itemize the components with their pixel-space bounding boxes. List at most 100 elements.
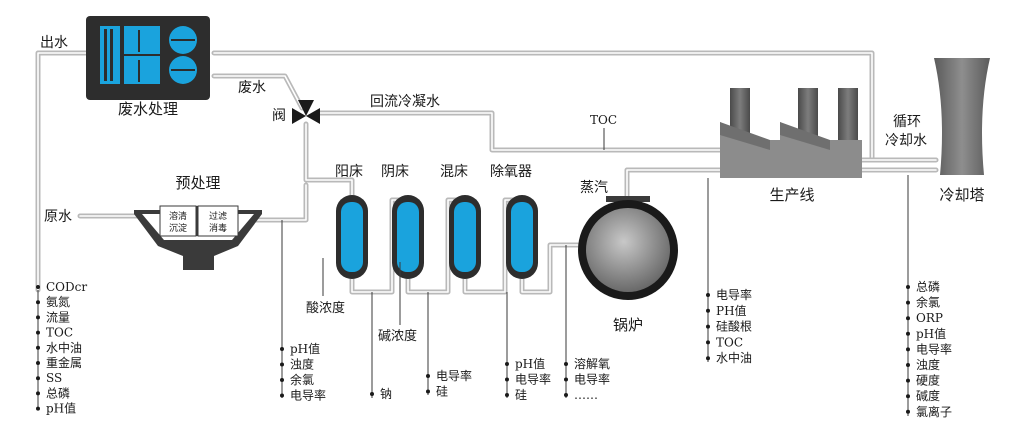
- param-bullet: [564, 362, 568, 366]
- pretreatment-tank: [134, 205, 262, 270]
- param-item-production_line: TOC: [716, 335, 743, 349]
- labels: 出水 废水处理 废水 阀 回流冷凝水 TOC 循环 冷却水 冷却塔 生产线 原水…: [40, 35, 985, 344]
- param-bullet: [906, 347, 910, 352]
- param-item-pretreatment_out: 浊度: [290, 357, 314, 372]
- param-bullet: [36, 300, 40, 305]
- param-item-raw_water: 水中油: [46, 340, 82, 355]
- boiler-label: 锅炉: [613, 316, 643, 334]
- param-bullet: [906, 300, 910, 305]
- param-item-deaerator_in: 硅: [515, 388, 527, 402]
- param-item-mixed_out: 硅: [436, 385, 448, 399]
- alkali-concentration-label: 碱浓度: [378, 328, 417, 344]
- deaerator-label: 除氧器: [490, 164, 532, 180]
- param-item-cooling_tower: 余氯: [916, 295, 940, 310]
- param-bullet: [36, 285, 40, 289]
- param-item-boiler_feed: ……: [574, 388, 598, 402]
- param-item-pretreatment_out: 电导率: [290, 388, 326, 403]
- param-item-pretreatment_out: 余氯: [290, 372, 314, 387]
- leader-lines: [37, 128, 909, 416]
- param-bullet: [706, 324, 710, 329]
- param-item-boiler_feed: 溶解氧: [574, 356, 610, 371]
- param-item-deaerator_in: 电导率: [515, 372, 551, 387]
- param-item-raw_water: SS: [46, 371, 62, 385]
- param-bullet: [706, 308, 710, 313]
- param-bullet: [36, 330, 40, 335]
- disinfect-label: 消毒: [209, 222, 227, 234]
- param-bullet: [36, 345, 40, 350]
- steam-label: 蒸汽: [580, 180, 608, 196]
- production-line-label: 生产线: [769, 186, 814, 204]
- param-item-production_line: PH值: [716, 303, 747, 318]
- param-bullet: [564, 377, 568, 382]
- param-item-deaerator_in: pH值: [515, 356, 545, 371]
- param-item-pretreatment_out: pH值: [290, 341, 320, 356]
- param-item-cooling_tower: 氯离子: [916, 404, 952, 419]
- mixed-bed-label: 混床: [440, 164, 468, 180]
- circulating-cooling-water-label-2: 冷却水: [885, 133, 927, 149]
- acid-concentration-label: 酸浓度: [306, 300, 345, 316]
- settle-label: 沉淀: [169, 222, 187, 234]
- param-item-raw_water: 流量: [46, 310, 70, 324]
- circulating-cooling-water-label-1: 循环: [893, 114, 921, 130]
- param-item-production_line: 硅酸根: [716, 319, 752, 334]
- param-item-cooling_tower: 电导率: [916, 341, 952, 356]
- param-item-raw_water: CODcr: [46, 280, 87, 294]
- param-bullet: [370, 392, 374, 396]
- param-bullet: [505, 393, 509, 397]
- param-item-production_line: 电导率: [716, 287, 752, 302]
- wastewater-treatment-unit: [86, 16, 210, 100]
- valve-icon: [292, 100, 320, 124]
- cation-bed-label: 阳床: [335, 164, 363, 180]
- return-condensate-label: 回流冷凝水: [370, 94, 440, 110]
- param-bullet: [36, 406, 40, 411]
- param-item-raw_water: 氨氮: [46, 294, 70, 309]
- cooling-tower: [934, 58, 990, 175]
- cation-bed: [336, 195, 368, 279]
- param-bullet: [280, 347, 284, 351]
- param-bullet: [36, 391, 40, 396]
- param-bullet: [426, 374, 430, 378]
- param-item-raw_water: TOC: [46, 326, 73, 340]
- param-bullet: [564, 393, 568, 397]
- production-line-factory: [720, 88, 862, 178]
- param-bullet: [906, 409, 910, 414]
- param-bullet: [280, 393, 284, 398]
- param-item-raw_water: pH值: [46, 401, 76, 416]
- valve-label: 阀: [272, 108, 286, 124]
- param-item-boiler_feed: 电导率: [574, 372, 610, 387]
- param-bullet: [505, 377, 509, 382]
- outflow-label: 出水: [40, 35, 68, 51]
- param-item-cooling_tower: 总磷: [916, 279, 940, 294]
- param-item-raw_water: 重金属: [46, 355, 82, 370]
- mixed-bed: [449, 195, 481, 279]
- param-bullet: [906, 316, 910, 321]
- param-bullet: [706, 293, 710, 297]
- param-item-production_line: 水中油: [716, 350, 752, 365]
- param-bullet: [280, 378, 284, 382]
- param-bullet: [906, 285, 910, 289]
- param-bullet: [906, 378, 910, 383]
- filter-label: 过滤: [209, 210, 227, 222]
- param-bullet: [906, 331, 910, 336]
- param-item-raw_water: 总磷: [46, 385, 70, 400]
- param-bullet: [706, 356, 710, 361]
- dissolve-label: 溶清: [169, 210, 187, 222]
- param-bullet: [280, 362, 284, 367]
- param-bullet: [36, 361, 40, 365]
- anion-bed: [392, 195, 424, 279]
- boiler: [578, 196, 678, 300]
- param-bullet: [706, 340, 710, 345]
- anion-bed-label: 阴床: [381, 164, 409, 180]
- param-item-cooling_tower: 碱度: [916, 388, 940, 403]
- param-item-mixed_out: 电导率: [436, 368, 472, 383]
- param-bullet: [505, 362, 509, 366]
- toc-label: TOC: [590, 113, 617, 127]
- param-item-cooling_tower: 浊度: [916, 357, 940, 372]
- param-item-cooling_tower: pH值: [916, 326, 946, 341]
- deaerator: [506, 195, 538, 279]
- param-item-cooling_tower: 硬度: [916, 373, 940, 388]
- parameter-lists: CODcr氨氮流量TOC水中油重金属SS总磷pH值pH值浊度余氯电导率钠电导率硅…: [36, 279, 952, 419]
- param-item-anion_out: 钠: [380, 386, 392, 401]
- param-bullet: [426, 389, 430, 394]
